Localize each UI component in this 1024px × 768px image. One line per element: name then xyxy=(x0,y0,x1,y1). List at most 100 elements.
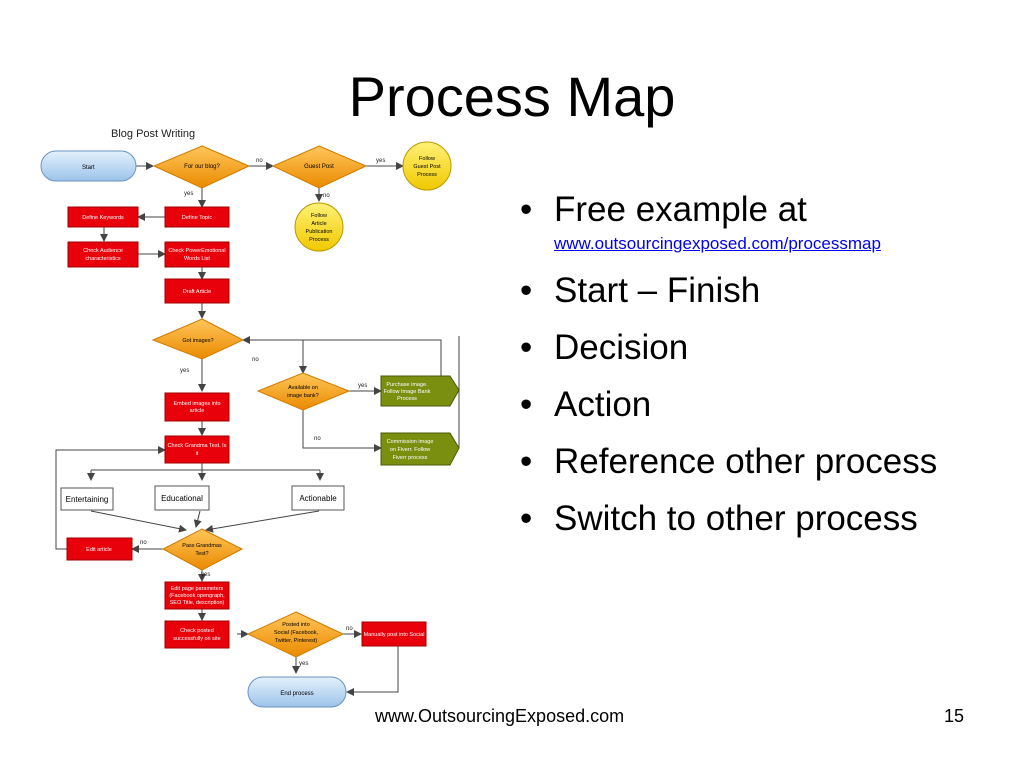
node-label: Available on xyxy=(288,385,318,391)
node-label: Edit page parameters xyxy=(171,586,224,592)
edit-article-action: Edit article xyxy=(66,537,133,561)
node-label: Social (Facebook, xyxy=(274,630,318,636)
define-topic-action: Define Topic xyxy=(164,206,230,228)
bullet-reference-process: Reference other process xyxy=(514,442,1014,482)
node-label: Draft Article xyxy=(183,289,211,295)
edit-page-parameters-action: Edit page parameters (Facebook opengraph… xyxy=(164,581,230,610)
edge-label-yes: yes xyxy=(299,661,308,667)
slide-footer: www.OutsourcingExposed.com xyxy=(375,706,625,726)
node-label: Got images? xyxy=(182,338,213,344)
edge-label-no: no xyxy=(323,193,330,199)
page-number: 15 xyxy=(944,706,965,726)
embed-images-action: Embed images into article xyxy=(164,392,230,422)
node-label: End process xyxy=(280,691,313,697)
bullet-list: Free example at www.outsourcingexposed.c… xyxy=(514,190,1014,556)
posted-into-social-decision: Posted into Social (Facebook, Twitter, P… xyxy=(246,611,345,658)
node-label: Define Topic xyxy=(182,215,212,221)
edge-label-yes: yes xyxy=(184,191,193,197)
edge-label-no: no xyxy=(346,626,353,632)
node-label: it xyxy=(196,451,199,457)
bullet-text: Decision xyxy=(554,328,689,367)
processmap-link[interactable]: www.outsourcingexposed.com/processmap xyxy=(554,234,881,253)
follow-article-publication-reference: Follow Article Publication Process xyxy=(294,202,344,252)
node-label: For our blog? xyxy=(184,164,220,170)
check-power-words-action: Check PowerEmotional Words List xyxy=(164,241,230,268)
manually-post-social-action: Manually post into Social xyxy=(361,621,427,647)
edge-label-no: no xyxy=(252,357,259,363)
educational-criterion: Educational xyxy=(154,485,210,511)
edge-label-no: no xyxy=(140,540,147,546)
node-label: Check posted xyxy=(180,628,214,634)
flowchart-title: Blog Post Writing xyxy=(111,128,195,140)
edge-label-no: no xyxy=(256,158,263,164)
bullet-text: Start – Finish xyxy=(554,271,761,310)
flowchart-canvas: no yes no yes no yes yes no no yes no ye… xyxy=(40,128,460,708)
node-label: Publication xyxy=(306,229,333,235)
node-label: on Fiverr. Follow xyxy=(390,447,430,453)
edge-label-yes: yes xyxy=(201,572,210,578)
edge-label-yes: yes xyxy=(180,368,189,374)
process-map-flowchart: no yes no yes no yes yes no no yes no ye… xyxy=(36,120,466,712)
bullet-free-example: Free example at www.outsourcingexposed.c… xyxy=(514,190,1014,254)
entertaining-criterion: Entertaining xyxy=(60,487,114,511)
end-process-terminal: End process xyxy=(247,676,347,708)
bullet-text: Action xyxy=(554,385,652,424)
node-label: Start xyxy=(82,165,95,171)
commission-image-switch: Commission image on Fiverr. Follow Fiver… xyxy=(380,432,460,466)
node-label: Entertaining xyxy=(66,495,109,504)
node-label: Embed images into xyxy=(173,401,220,407)
node-label: Process xyxy=(397,396,417,402)
node-label: SEO Title, description) xyxy=(170,600,225,606)
node-label: Test? xyxy=(195,551,208,557)
node-label: Fiverr process xyxy=(393,455,428,461)
node-label: Check PowerEmotional xyxy=(168,248,225,254)
node-label: Commission image xyxy=(387,439,434,445)
actionable-criterion: Actionable xyxy=(291,485,345,511)
node-label: Words List xyxy=(184,256,210,262)
purchase-image-switch: Purchase image. Follow Image Bank Proces… xyxy=(380,375,460,407)
bullet-text: Switch to other process xyxy=(554,499,918,538)
got-images-decision: Got images? xyxy=(151,318,245,360)
node-label: Process xyxy=(309,237,329,243)
grandma-test-action: Check Grandma Test. Is it xyxy=(164,435,230,464)
node-label: Actionable xyxy=(299,494,337,503)
edge-label-yes: yes xyxy=(358,383,367,389)
node-label: Follow xyxy=(419,156,435,162)
bullet-switch-process: Switch to other process xyxy=(514,499,1014,539)
for-our-blog-decision: For our blog? xyxy=(152,145,251,189)
pass-grandmas-test-decision: Pass Grandmas Test? xyxy=(161,528,244,571)
node-label: Define Keywords xyxy=(82,215,124,221)
node-label: Check Audience xyxy=(83,248,123,254)
node-label: Manually post into Social xyxy=(364,632,425,638)
node-label: image bank? xyxy=(287,393,319,399)
node-label: successfully on site xyxy=(173,636,220,642)
bullet-decision: Decision xyxy=(514,328,1014,368)
start-terminal: Start xyxy=(40,150,137,182)
node-label: characteristics xyxy=(85,256,120,262)
guest-post-decision: Guest Post xyxy=(271,145,368,189)
available-image-bank-decision: Available on image bank? xyxy=(256,372,351,411)
node-label: Guest Post xyxy=(304,164,334,170)
define-keywords-action: Define Keywords xyxy=(67,206,139,228)
bullet-start-finish: Start – Finish xyxy=(514,271,1014,311)
follow-guest-post-reference: Follow Guest Post Process xyxy=(402,141,452,191)
check-audience-action: Check Audience characteristics xyxy=(67,241,139,268)
edge-label-no: no xyxy=(314,436,321,442)
bullet-text: Free example at xyxy=(554,190,807,229)
node-label: Follow xyxy=(311,213,327,219)
bullet-text: Reference other process xyxy=(554,442,938,481)
node-label: (Facebook opengraph, xyxy=(169,593,225,599)
bullet-action: Action xyxy=(514,385,1014,425)
slide-title: Process Map xyxy=(348,65,676,128)
node-label: Purchase image. xyxy=(386,382,428,388)
node-label: Check Grandma Test. Is xyxy=(168,443,227,449)
node-label: Pass Grandmas xyxy=(182,543,222,549)
check-posted-action: Check posted successfully on site xyxy=(164,620,230,649)
edge-label-yes: yes xyxy=(376,158,385,164)
node-label: Article xyxy=(311,221,326,227)
node-label: article xyxy=(190,408,205,414)
node-label: Follow Image Bank xyxy=(384,389,431,395)
draft-article-action: Draft Article xyxy=(164,278,230,304)
node-label: Posted into xyxy=(282,622,310,628)
flowchart-connectors xyxy=(55,162,460,696)
